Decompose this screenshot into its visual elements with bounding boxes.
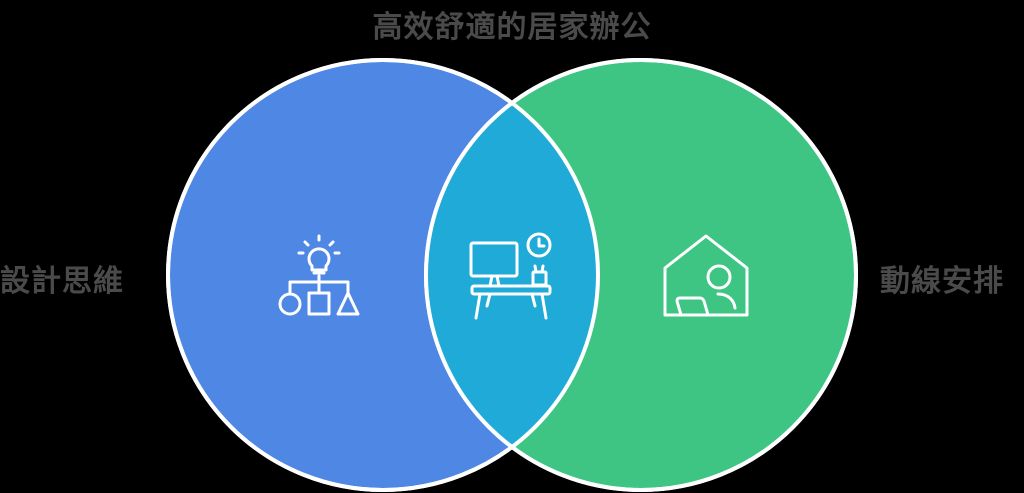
set-label-design-thinking: 設計思維	[0, 264, 124, 299]
home-office-icon	[663, 234, 749, 317]
diagram-title: 高效舒適的居家辦公	[372, 10, 652, 45]
desk-computer-clock-icon	[469, 232, 552, 320]
lightbulb-shapes-icon	[278, 234, 360, 316]
set-label-flow-arrangement: 動線安排	[880, 264, 1004, 299]
intersection-region	[426, 60, 598, 490]
